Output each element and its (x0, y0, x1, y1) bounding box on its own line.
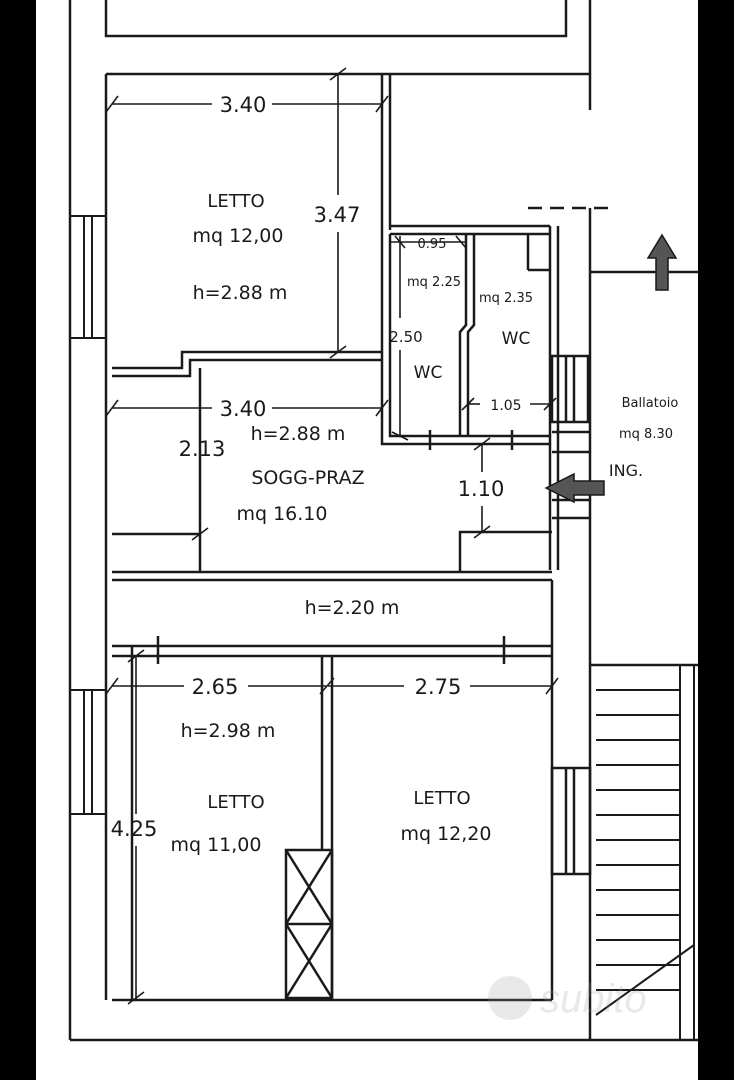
top-bedroom-walls (112, 74, 550, 378)
watermark-logo-icon (488, 976, 532, 1020)
dim-sogg-width: 3.40 (220, 397, 267, 421)
arrows (544, 233, 678, 504)
room-area-soggiorno: mq 16.10 (236, 503, 327, 525)
left-windows (69, 215, 107, 815)
dim-wc2-width: 1.05 (490, 398, 521, 414)
room-area-letto-top: mq 12,00 (192, 225, 283, 247)
wc-walls (380, 226, 552, 570)
room-name-letto-br: LETTO (413, 788, 470, 809)
dim-top-height: 3.47 (314, 203, 361, 227)
dim-br-width: 2.75 (415, 675, 462, 699)
room-area-ballatoio: mq 8.30 (619, 427, 673, 442)
room-name-ballatoio: Ballatoio (622, 396, 679, 411)
room-name-soggiorno: SOGG-PRAZ (251, 467, 364, 489)
dim-sogg-height: 2.13 (179, 437, 226, 461)
room-name-wc-right: WC (502, 329, 531, 349)
outer-walls (68, 0, 698, 1042)
paper (36, 0, 698, 1080)
watermark-text: subito (540, 977, 647, 1021)
up-arrow-icon (646, 233, 678, 291)
watermark: subito (488, 976, 647, 1021)
room-area-wc-left: mq 2.25 (407, 275, 461, 290)
dim-wc-height: 2.50 (389, 328, 422, 346)
dim-top-width: 3.40 (220, 93, 267, 117)
entrance-label: ING. (609, 461, 643, 480)
living-walls (112, 368, 552, 582)
room-area-letto-br: mq 12,20 (400, 823, 491, 845)
room-height-letto-top: h=2.88 m (193, 282, 288, 304)
dim-bl-width: 2.65 (192, 675, 239, 699)
wardrobe (284, 848, 334, 1000)
dim-wc-width: 0.95 (418, 237, 447, 252)
room-name-wc-left: WC (414, 363, 443, 383)
room-height-letto-bl: h=2.98 m (181, 720, 276, 742)
right-walls (528, 206, 698, 1040)
room-height-soggiorno: h=2.88 m (251, 423, 346, 445)
room-name-letto-top: LETTO (207, 191, 264, 212)
room-area-wc-right: mq 2.35 (479, 291, 533, 306)
dim-ing-depth: 1.10 (458, 477, 505, 501)
dimension-lines (105, 67, 559, 1005)
staircase (595, 665, 695, 1040)
dim-bl-height: 4.25 (111, 817, 158, 841)
room-area-letto-bl: mq 11,00 (170, 834, 261, 856)
room-name-letto-bl: LETTO (207, 792, 264, 813)
corridor-height: h=2.20 m (305, 597, 400, 619)
entrance-arrow-icon (544, 472, 605, 504)
labels: LETTO mq 12,00 h=2.88 m mq 2.25 WC mq 2.… (111, 93, 679, 856)
